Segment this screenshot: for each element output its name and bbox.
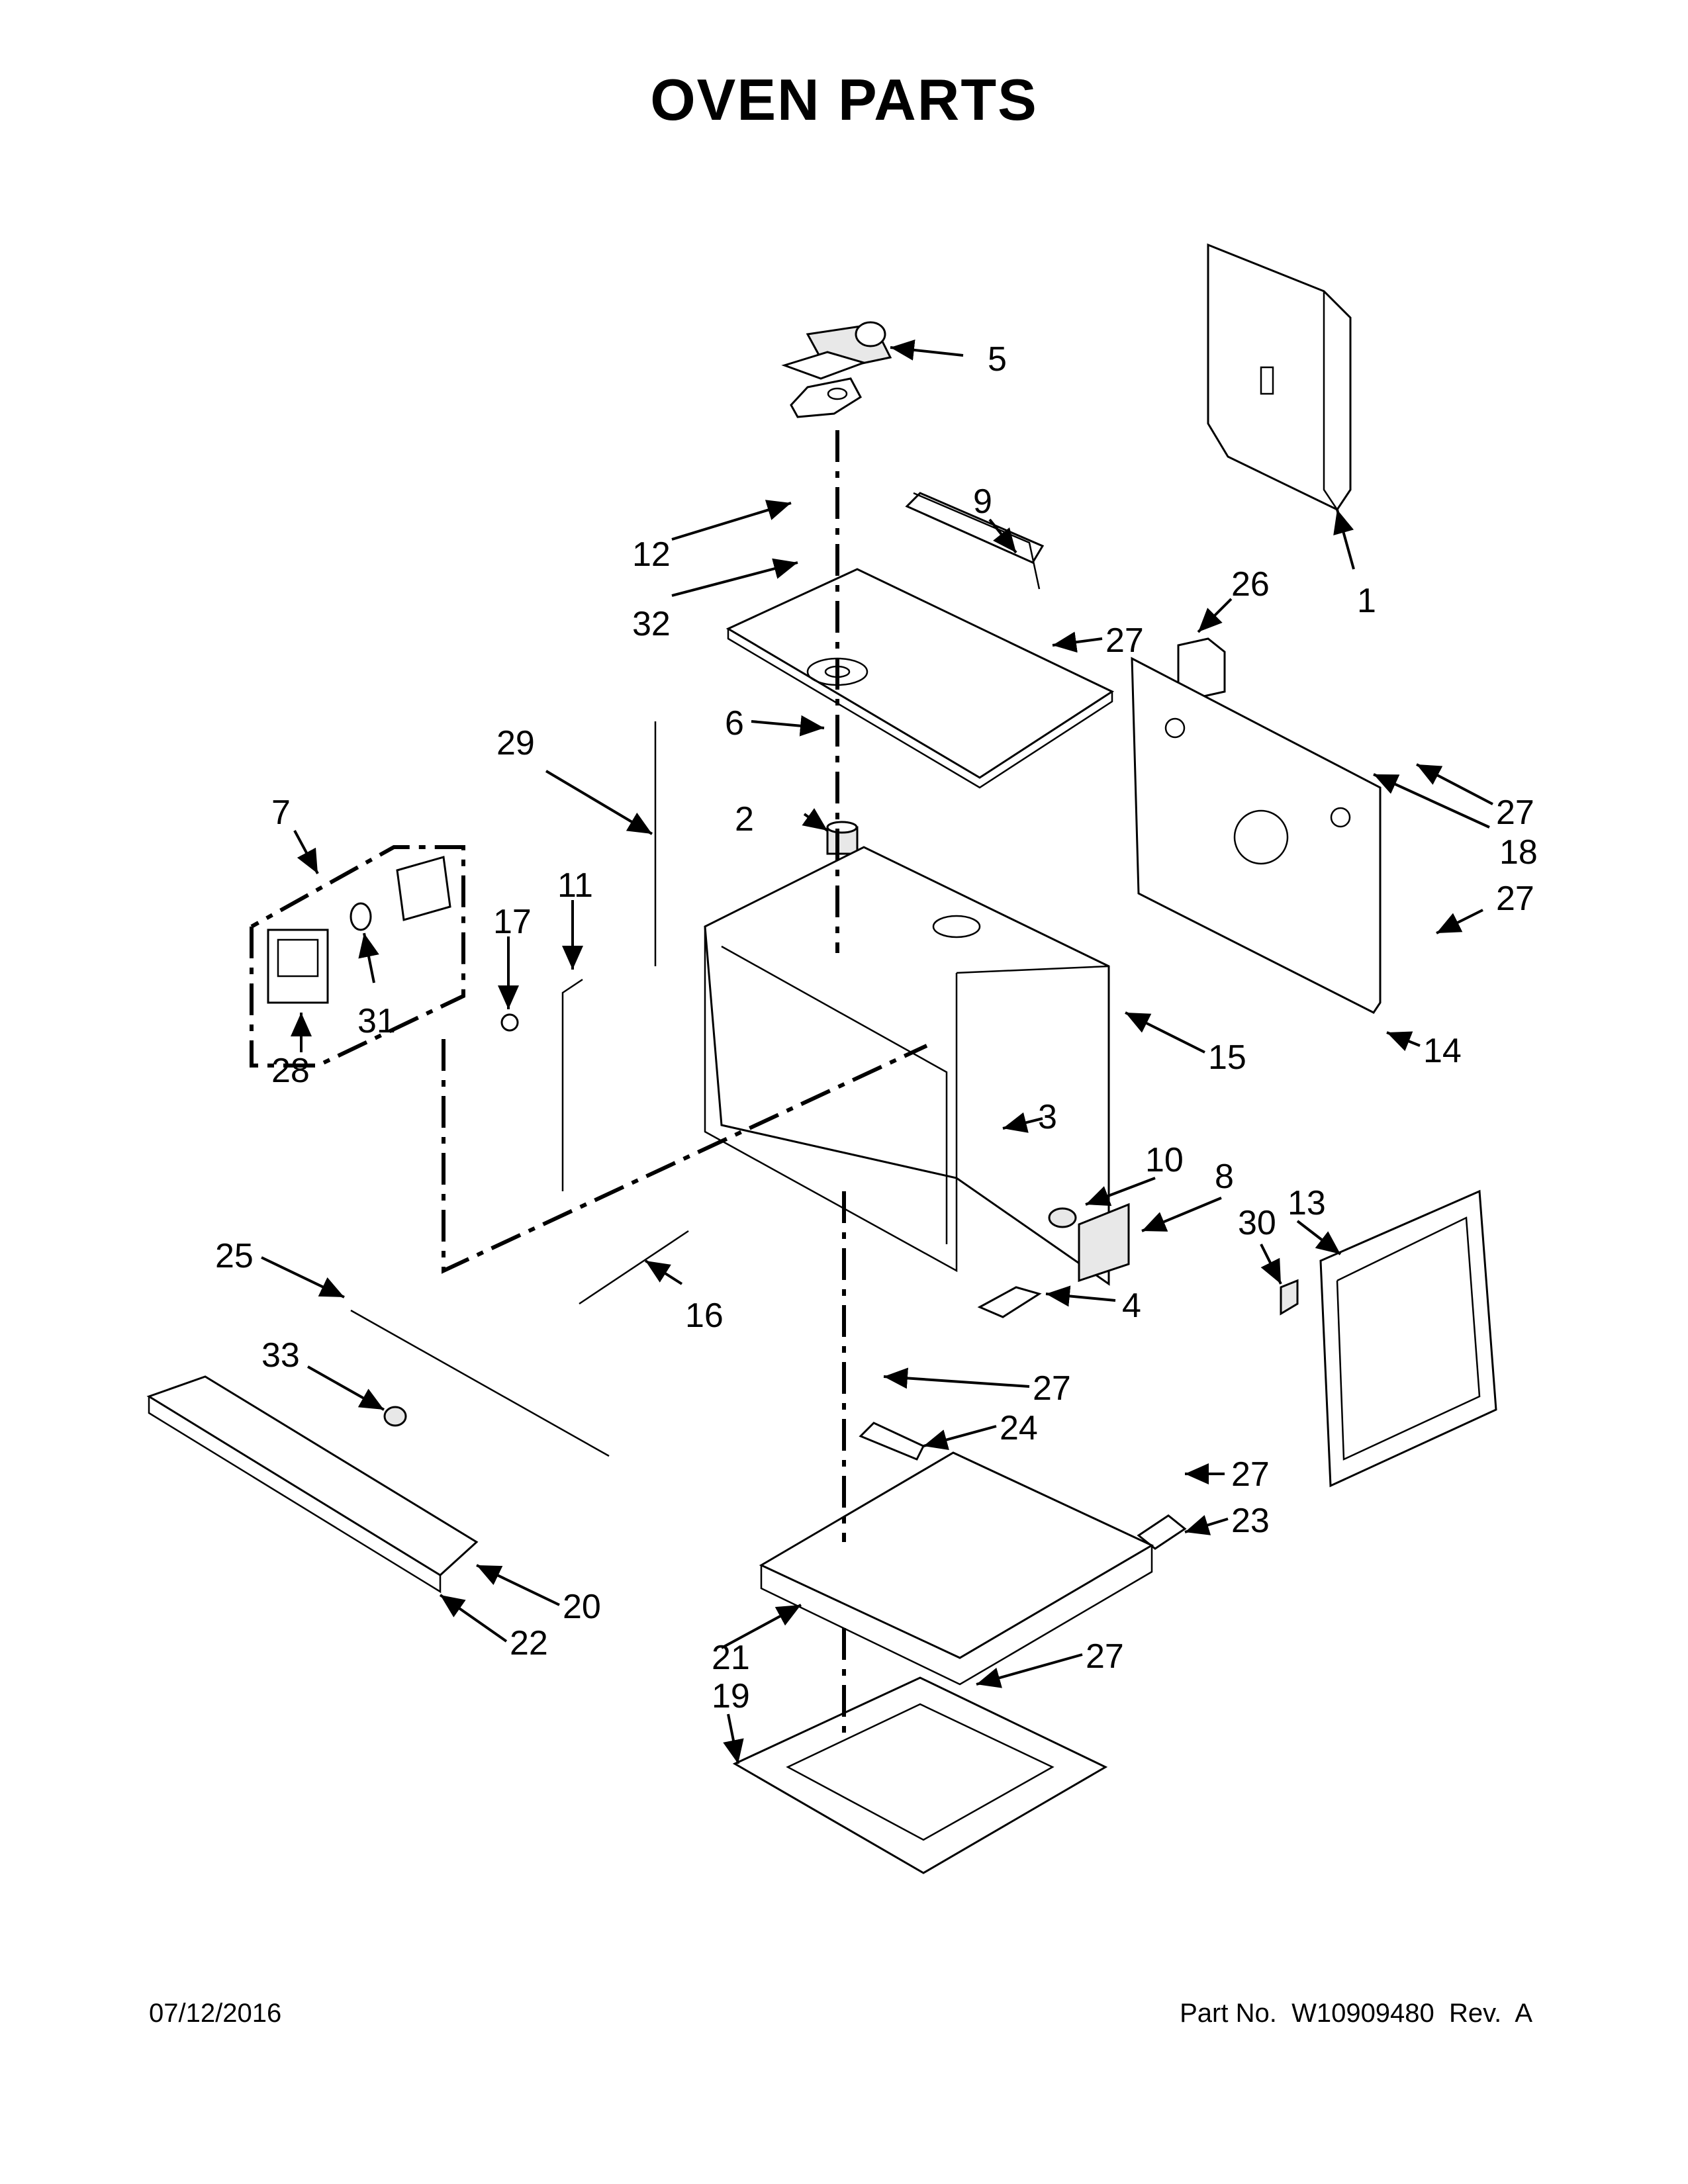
part-25-rail bbox=[350, 1309, 610, 1457]
callout-26: 26 bbox=[1231, 565, 1270, 604]
callout-29: 29 bbox=[496, 724, 535, 762]
callout-9: 9 bbox=[973, 482, 992, 521]
footer-part-number: Part No. W10909480 Rev. A bbox=[1180, 1999, 1532, 2028]
callout-27-floor: 27 bbox=[1086, 1637, 1124, 1676]
callout-31: 31 bbox=[357, 1002, 396, 1040]
part-12-bracket bbox=[781, 351, 867, 380]
callout-24: 24 bbox=[1000, 1409, 1038, 1447]
part-11-wire bbox=[561, 978, 583, 1191]
callout-18: 18 bbox=[1499, 833, 1538, 872]
callout-1: 1 bbox=[1357, 582, 1376, 620]
part-1-rear-panel bbox=[1207, 243, 1352, 511]
callout-20: 20 bbox=[563, 1588, 601, 1626]
page-title: OVEN PARTS bbox=[650, 67, 1038, 132]
part-8-vent bbox=[1078, 1203, 1130, 1283]
callout-2: 2 bbox=[735, 800, 754, 839]
footer-date: 07/12/2016 bbox=[149, 1999, 282, 2028]
callout-27-bottom-left: 27 bbox=[1033, 1369, 1071, 1408]
part-7-group bbox=[250, 845, 465, 1068]
callout-3: 3 bbox=[1038, 1098, 1057, 1136]
part-4-bracket bbox=[977, 1286, 1042, 1318]
callout-21: 21 bbox=[712, 1639, 750, 1677]
callout-11: 11 bbox=[557, 866, 593, 905]
callout-30: 30 bbox=[1238, 1204, 1276, 1242]
part-19-bottom bbox=[732, 1676, 1108, 1874]
callout-10: 10 bbox=[1145, 1141, 1184, 1179]
callout-5: 5 bbox=[988, 340, 1007, 379]
part-21-plate bbox=[759, 1451, 1154, 1686]
part-30-clip bbox=[1280, 1279, 1299, 1316]
callout-27-bottom-right: 27 bbox=[1231, 1455, 1270, 1494]
callout-16: 16 bbox=[685, 1297, 724, 1335]
callout-19: 19 bbox=[712, 1677, 750, 1715]
part-17-grommet bbox=[500, 1013, 519, 1032]
callout-32: 32 bbox=[632, 605, 671, 643]
callout-14: 14 bbox=[1423, 1032, 1462, 1070]
oven-cavity bbox=[704, 846, 1110, 1286]
callout-6: 6 bbox=[725, 704, 744, 743]
callout-4: 4 bbox=[1122, 1287, 1141, 1325]
part-32-bracket bbox=[790, 377, 862, 418]
part-20-22-trim bbox=[146, 1375, 479, 1594]
callout-labels: 1 2 3 4 5 6 7 8 9 10 11 12 13 14 15 16 1… bbox=[215, 340, 1538, 1715]
part-14-side-panel bbox=[1131, 657, 1382, 1014]
callout-15: 15 bbox=[1208, 1038, 1246, 1077]
part-13-panel bbox=[1319, 1189, 1497, 1488]
part-6-top-plate bbox=[726, 568, 1115, 789]
callout-13: 13 bbox=[1288, 1184, 1326, 1222]
part-24-bracket bbox=[859, 1422, 925, 1461]
part-10-screw bbox=[1048, 1207, 1077, 1228]
part-2-motor bbox=[826, 821, 859, 855]
callout-25: 25 bbox=[215, 1237, 254, 1275]
callout-27-side-lower: 27 bbox=[1496, 880, 1534, 918]
part-16-probe bbox=[579, 1230, 689, 1305]
leader-lines bbox=[261, 339, 1493, 1764]
callout-8: 8 bbox=[1215, 1158, 1234, 1196]
callout-17: 17 bbox=[493, 903, 532, 941]
callout-27-top: 27 bbox=[1105, 621, 1144, 660]
callout-28: 28 bbox=[271, 1052, 310, 1090]
callout-23: 23 bbox=[1231, 1502, 1270, 1540]
callout-12: 12 bbox=[632, 535, 671, 574]
callout-7: 7 bbox=[271, 794, 291, 832]
part-33-screw bbox=[383, 1406, 407, 1427]
alignment-line-left bbox=[442, 1039, 928, 1274]
callout-27-side-upper: 27 bbox=[1496, 794, 1534, 832]
callout-33: 33 bbox=[261, 1336, 300, 1375]
callout-22: 22 bbox=[510, 1624, 548, 1662]
